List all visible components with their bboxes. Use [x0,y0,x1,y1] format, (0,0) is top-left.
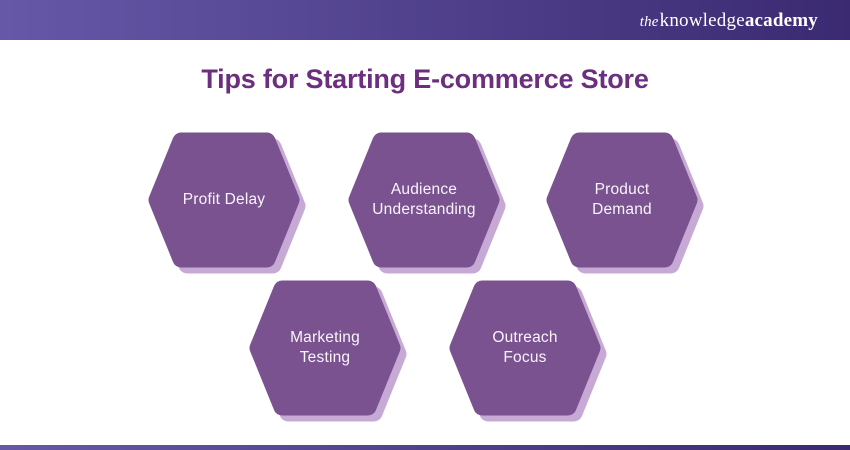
hexagon-shape-svg [249,280,407,422]
hexagon-body [249,280,401,416]
hexagon-profit-delay: Profit Delay [148,132,308,276]
header-bar: theknowledgeacademy [0,0,850,40]
hexagon-outreach-focus: Outreach Focus [449,280,609,424]
hexagon-shape-svg [449,280,607,422]
logo-the: the [639,13,659,30]
hexagon-body [348,132,500,268]
hexagon-product-demand: Product Demand [546,132,706,276]
hexagon-label: Profit Delay [182,190,266,208]
hexagon-marketing-testing: Marketing Testing [249,280,409,424]
hexagon-shape-svg [348,132,506,274]
hexagon-body [546,132,698,268]
page-title: Tips for Starting E-commerce Store [201,64,649,94]
hexagon-shape-svg [148,132,306,274]
knowledge-academy-logo: theknowledgeacademy [640,11,818,30]
logo-academy: academy [744,9,818,31]
hexagon-label: Marketing Testing [290,328,360,366]
footer-bar [0,445,850,450]
hexagon-label: Outreach Focus [492,328,558,366]
hexagon-body [449,280,601,416]
hexagon-label: Product Demand [592,180,652,218]
hexagon-label: Audience Understanding [372,180,476,218]
hexagon-body [148,132,300,268]
hexagon-audience-understanding: Audience Understanding [348,132,508,276]
hexagon-shape-svg [546,132,704,274]
logo-knowledge: knowledge [659,9,745,31]
